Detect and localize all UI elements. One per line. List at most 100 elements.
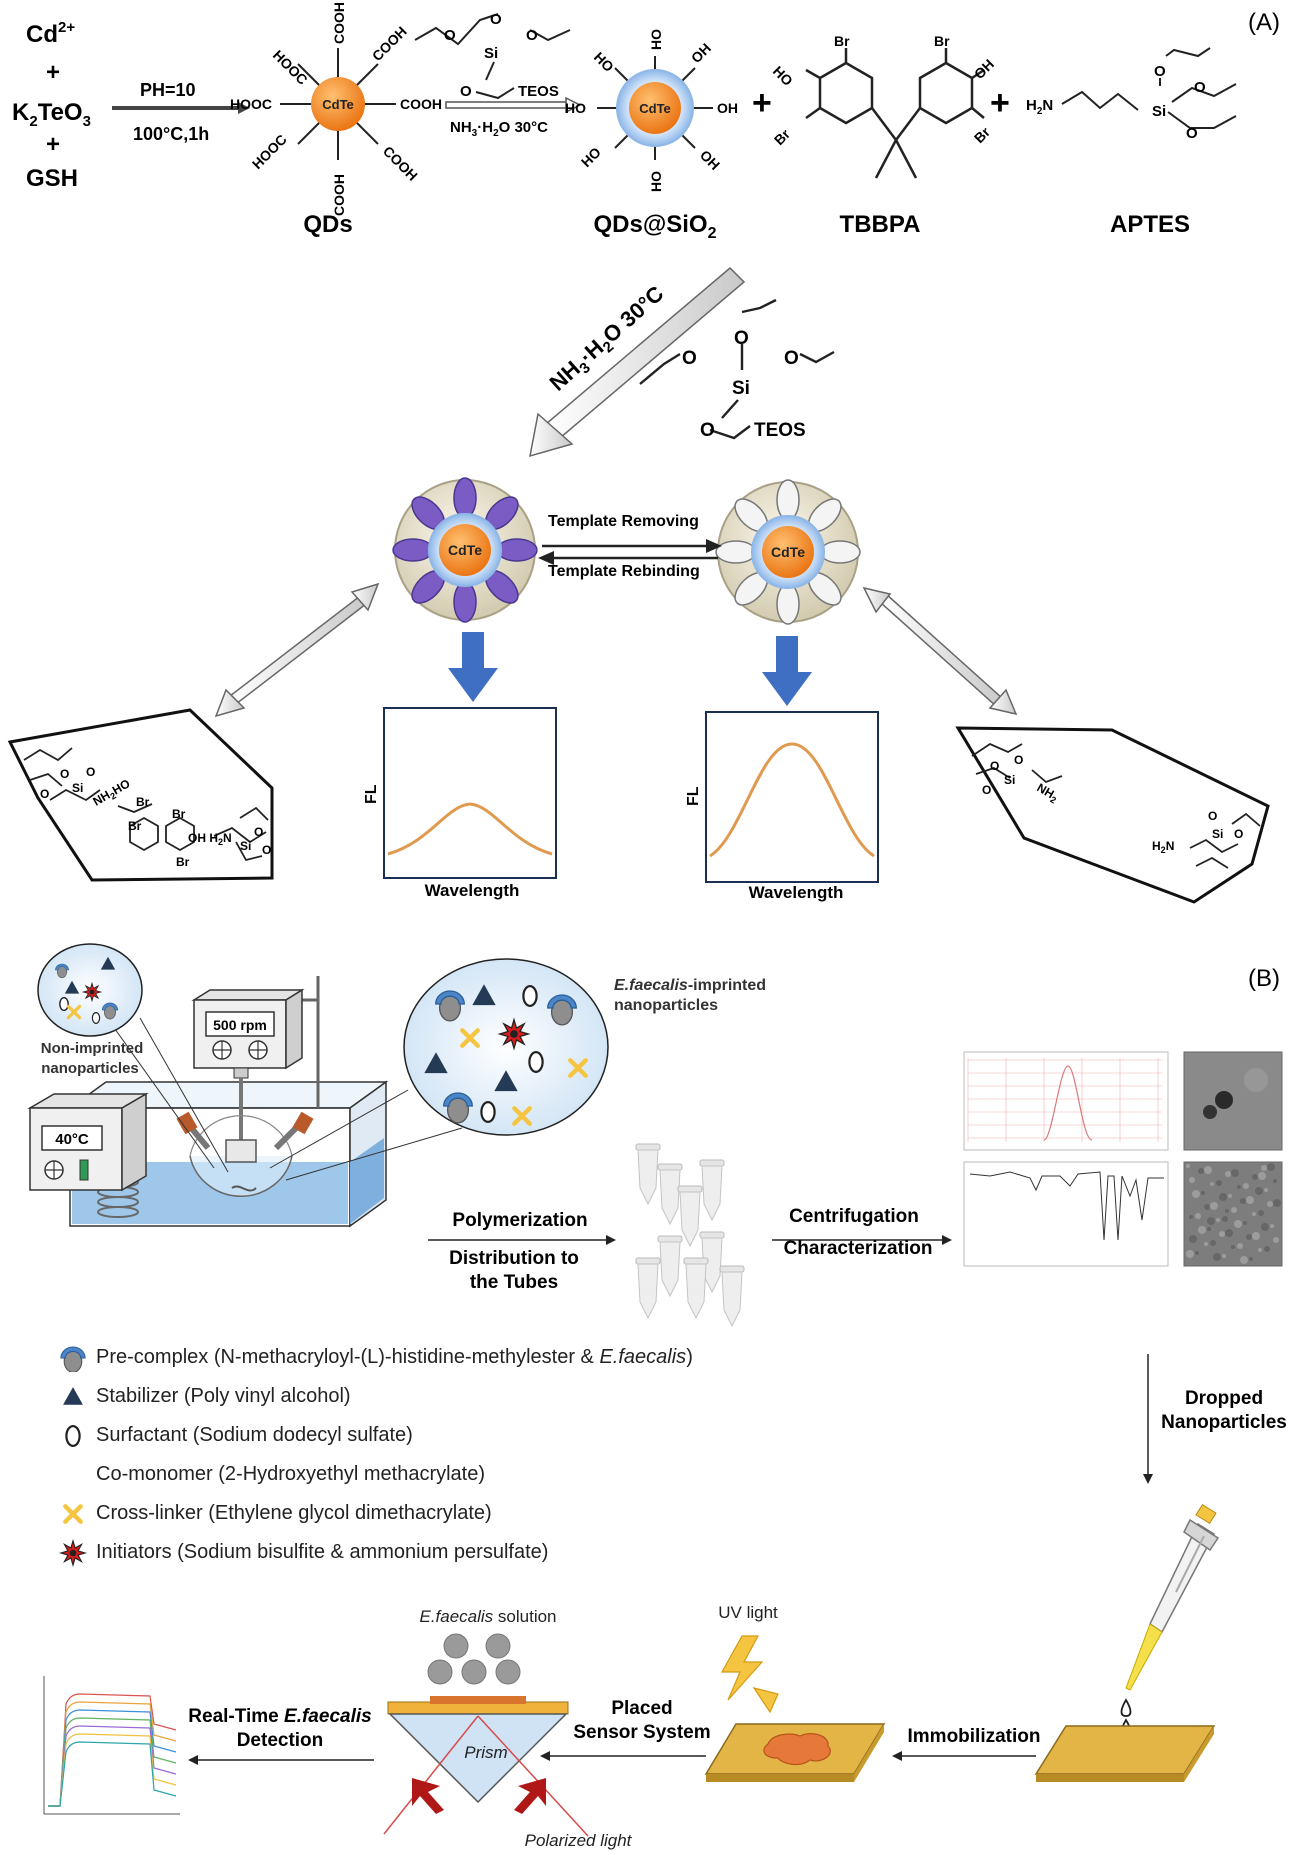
crosslinker-icon xyxy=(460,1028,480,1048)
characterization-label: Characterization xyxy=(784,1238,933,1259)
immobilization-label: Immobilization xyxy=(908,1726,1041,1747)
qds-cooh-topright: COOH xyxy=(369,23,410,64)
legend-item-comonomer: Co-monomer (2-Hydroxyethyl methacrylate) xyxy=(58,1455,778,1494)
hollow-arrow-right xyxy=(862,586,1018,716)
tube xyxy=(657,1235,683,1298)
site-o-2: O xyxy=(982,783,991,797)
uv-light-label: UV light xyxy=(718,1603,778,1622)
free-binding-site: O O Si O NH2 H2N Si O O xyxy=(955,726,1270,904)
bacterium xyxy=(495,1659,521,1685)
prism-label: Prism xyxy=(464,1743,507,1762)
teos-small-o2: O xyxy=(490,11,502,28)
qds-cooh-right: COOH xyxy=(400,96,442,112)
complex-br-3: Br xyxy=(172,807,186,821)
tbbpa-label: TBBPA xyxy=(840,211,921,238)
legend-text: Pre-complex (N-methacryloyl-(L)-histidin… xyxy=(96,1346,693,1368)
plus-sign-2: + xyxy=(990,84,1010,122)
blue-down-arrow-left xyxy=(448,632,498,702)
comonomer-icon xyxy=(62,1466,80,1485)
sensorgram-trace xyxy=(48,1717,177,1807)
complex-o-1: O xyxy=(60,767,69,781)
imprinted-label-2: nanoparticles xyxy=(614,997,718,1014)
tube xyxy=(635,1143,661,1206)
bound-complex: O O Si O NH2HO Br Br Br Br OH H2N Si O O xyxy=(7,708,274,882)
fl-axis-left: FL xyxy=(363,784,380,804)
tube xyxy=(699,1159,725,1222)
distribution-label-1: Distribution to xyxy=(449,1248,579,1269)
centrifugation-label: Centrifugation xyxy=(789,1206,919,1227)
non-imprinted-label-2: nanoparticles xyxy=(41,1060,139,1077)
reactant-plus-1: + xyxy=(46,59,60,86)
qds-hooc-bottomleft: HOOC xyxy=(249,131,290,172)
surfactant-icon xyxy=(65,1424,81,1448)
sensorgram-trace xyxy=(48,1709,177,1807)
bath-temperature: 40°C xyxy=(55,1131,89,1148)
detection-label: Detection xyxy=(237,1730,324,1751)
empty-cavity xyxy=(715,540,757,564)
prism xyxy=(388,1713,568,1804)
tube xyxy=(719,1265,745,1328)
imprinted-particle: CdTe xyxy=(392,477,538,623)
tbbpa-br-1: Br xyxy=(834,33,850,49)
empty-cavity xyxy=(776,583,800,625)
legend-item-precomplex: Pre-complex (N-methacryloyl-(L)-histidin… xyxy=(58,1338,778,1377)
qds-sio2-ho-bottomleft: HO xyxy=(578,144,604,170)
complex-o-3: O xyxy=(86,765,95,779)
stabilizer-icon xyxy=(63,1387,83,1405)
teos-structure-large: O O O Si O TEOS xyxy=(639,298,835,441)
template-petal xyxy=(453,477,477,519)
bacterium xyxy=(443,1633,469,1659)
site-si-2: Si xyxy=(1212,827,1223,841)
comonomer-legend-icon xyxy=(62,1466,80,1485)
legend-text: Co-monomer (2-Hydroxyethyl methacrylate) xyxy=(96,1463,486,1485)
qds-cooh-bottom: COOH xyxy=(331,174,347,216)
realtime-label: Real-Time E.faecalis xyxy=(188,1706,371,1727)
template-petal xyxy=(453,581,477,623)
hollow-arrow-left xyxy=(214,582,380,718)
polymerization-label: Polymerization xyxy=(452,1210,587,1231)
tbbpa-br-2: Br xyxy=(934,33,950,49)
teos-small-si: Si xyxy=(484,45,498,62)
panel-a-label: (A) xyxy=(1248,9,1280,36)
stabilizer-legend-icon xyxy=(63,1387,83,1405)
teos-large-o-top: O xyxy=(734,328,749,349)
tbbpa-ho: HO xyxy=(770,63,796,89)
template-petals xyxy=(392,477,538,623)
legend-item-crosslinker: Cross-linker (Ethylene glycol dimethacry… xyxy=(58,1494,778,1533)
non-imprinted-label-1: Non-imprinted xyxy=(41,1040,144,1057)
thermostat-indicator xyxy=(79,1159,89,1181)
imprinted-film xyxy=(763,1733,831,1766)
teos-large-label: TEOS xyxy=(754,420,806,441)
legend-item-stabilizer: Stabilizer (Poly vinyl alcohol) xyxy=(58,1377,778,1416)
site-o-5: O xyxy=(1234,827,1243,841)
crosslinker-icon xyxy=(512,1106,532,1126)
polymerization-step: Polymerization Distribution to the Tubes xyxy=(428,1210,616,1293)
ftir-plot xyxy=(963,1161,1169,1267)
cavity-core-label: CdTe xyxy=(771,544,805,560)
aptes-h2n: H2N xyxy=(1026,97,1053,117)
placed-label-2: Sensor System xyxy=(573,1722,710,1743)
teos-large-o-left: O xyxy=(682,348,697,369)
immobilization-step: Immobilization xyxy=(892,1726,1041,1761)
detection-step: Real-Time E.faecalis Detection xyxy=(188,1706,374,1765)
crosslinker-icon xyxy=(66,1004,82,1020)
light-source-icon xyxy=(412,1778,444,1814)
dropping-step: Dropped Nanoparticles xyxy=(1143,1354,1287,1484)
qds-molecule: CdTe COOH COOH HOOC COOH HOOC COOH HOOC … xyxy=(230,2,442,238)
placed-label-1: Placed xyxy=(611,1698,672,1719)
fl-plot-left: FL Wavelength xyxy=(363,707,557,900)
synthesis-condition-temp: 100°C,1h xyxy=(133,124,209,144)
sensorgram-trace xyxy=(48,1741,177,1807)
reagent-legend: Pre-complex (N-methacryloyl-(L)-histidin… xyxy=(58,1338,778,1572)
reactant-cd: Cd2+ xyxy=(26,19,75,48)
complex-o-5: O xyxy=(262,843,271,857)
aptes-label: APTES xyxy=(1110,211,1190,238)
empty-cavities xyxy=(715,479,861,625)
polarized-light-label: Polarized light xyxy=(525,1831,633,1850)
reactant-plus-2: + xyxy=(46,131,60,158)
bacterium xyxy=(427,1659,453,1685)
aptes-o3: O xyxy=(1186,125,1198,142)
tube xyxy=(635,1257,661,1320)
reactants: Cd2+ + K2TeO3 + GSH xyxy=(12,19,91,192)
bacterium xyxy=(485,1633,511,1659)
